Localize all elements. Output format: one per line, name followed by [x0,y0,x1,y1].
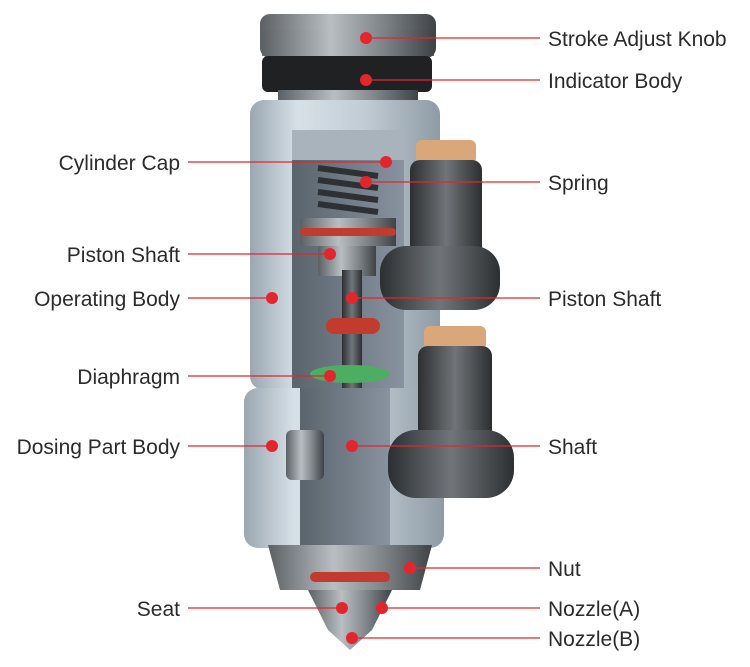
red-dot-icon [266,440,278,452]
red-dot-icon [346,440,358,452]
red-dot-icon [376,602,388,614]
red-dot-icon [404,562,416,574]
label-seat: Seat [136,598,180,621]
label-operating-body: Operating Body [34,288,180,311]
red-dot-icon [266,292,278,304]
red-dot-icon [360,176,372,188]
label-spring: Spring [548,172,609,195]
label-indicator-body: Indicator Body [548,70,683,93]
red-dot-icon [380,156,392,168]
upper-fitting-shape [380,140,500,310]
callout-dots [266,32,416,644]
red-dot-icon [324,370,336,382]
label-piston-shaft-right: Piston Shaft [548,288,662,311]
label-nozzle-a: Nozzle(A) [548,598,641,621]
seat-ring [310,572,390,582]
leader-lines [188,37,540,639]
red-dot-icon [360,74,372,86]
nozzle-shape [308,590,392,650]
lower-fitting-shape [388,326,514,498]
red-dot-icon [346,632,358,644]
red-dot-icon [360,32,372,44]
indicator-body-shape [262,56,432,92]
label-nozzle-b: Nozzle(B) [548,628,641,651]
label-stroke-adjust-knob: Stroke Adjust Knob [548,28,727,51]
red-dot-icon [336,602,348,614]
spring-shape [317,165,379,215]
label-dosing-part-body: Dosing Part Body [16,436,180,459]
red-dot-icon [346,292,358,304]
red-dot-icon [324,248,336,260]
label-nut: Nut [548,558,581,581]
oring-top [300,228,396,236]
oring-mid [326,318,380,334]
label-cylinder-cap: Cylinder Cap [58,152,180,175]
dosing-part-body-shape [244,388,444,548]
stroke-adjust-knob-shape [260,14,436,58]
label-piston-shaft-left: Piston Shaft [66,244,180,267]
cylinder-cap-shape [292,130,404,160]
label-shaft: Shaft [548,436,598,459]
label-diaphragm: Diaphragm [77,366,180,389]
diaphragm-shape [310,365,390,383]
nut-shape [268,545,432,590]
